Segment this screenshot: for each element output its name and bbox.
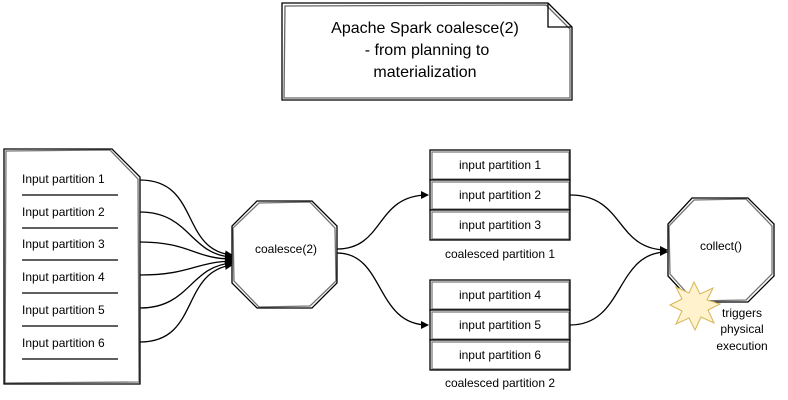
input-document: Input partition 1 Input partition 2 Inpu…	[3, 148, 141, 385]
edge-coalesce-to-group-2	[336, 252, 429, 329]
coalesced-group-2: input partition 4 input partition 5 inpu…	[429, 279, 571, 390]
edge-group-1-to-collect	[569, 194, 668, 254]
group-1-caption: coalesced partition 1	[445, 247, 555, 261]
edge-input-3	[139, 241, 233, 263]
trigger-line-2: physical	[720, 322, 763, 336]
coalesce-node: coalesce(2)	[231, 200, 338, 309]
input-partition-6: Input partition 6	[22, 336, 105, 350]
edge-input-5	[139, 259, 233, 309]
title-line-1: Apache Spark coalesce(2)	[331, 20, 519, 37]
group-1-partition-3: input partition 3	[459, 218, 541, 232]
trigger-line-1: triggers	[722, 306, 762, 320]
title-note: Apache Spark coalesce(2) - from planning…	[281, 2, 573, 101]
edge-input-4	[139, 257, 233, 276]
edge-input-1	[139, 179, 233, 259]
edge-input-6	[139, 261, 233, 343]
collect-label: collect()	[700, 239, 742, 253]
group-2-caption: coalesced partition 2	[445, 376, 555, 390]
trigger-note: triggers physical execution	[716, 306, 767, 353]
group-2-partition-3: input partition 6	[459, 348, 541, 362]
coalesced-group-1: input partition 1 input partition 2 inpu…	[429, 149, 571, 261]
group-2-partition-1: input partition 4	[459, 288, 541, 302]
input-partition-4: Input partition 4	[22, 270, 105, 284]
input-partition-5: Input partition 5	[22, 303, 105, 317]
edge-coalesce-to-group-1	[336, 191, 429, 250]
input-partition-1: Input partition 1	[22, 172, 105, 186]
coalesce-label: coalesce(2)	[255, 242, 317, 256]
title-line-3: materialization	[373, 64, 476, 81]
group-1-partition-2: input partition 2	[459, 188, 541, 202]
edge-group-2-to-collect	[569, 248, 668, 326]
group-2-partition-2: input partition 5	[459, 318, 541, 332]
trigger-line-3: execution	[716, 339, 767, 353]
title-line-2: - from planning to	[365, 42, 490, 59]
input-partition-3: Input partition 3	[22, 237, 105, 251]
edge-input-2	[139, 211, 233, 261]
trigger-star-icon	[668, 280, 722, 332]
collect-node: collect()	[667, 197, 775, 303]
input-partition-2: Input partition 2	[22, 205, 105, 219]
group-1-partition-1: input partition 1	[459, 158, 541, 172]
input-to-coalesce-edges	[139, 179, 233, 343]
